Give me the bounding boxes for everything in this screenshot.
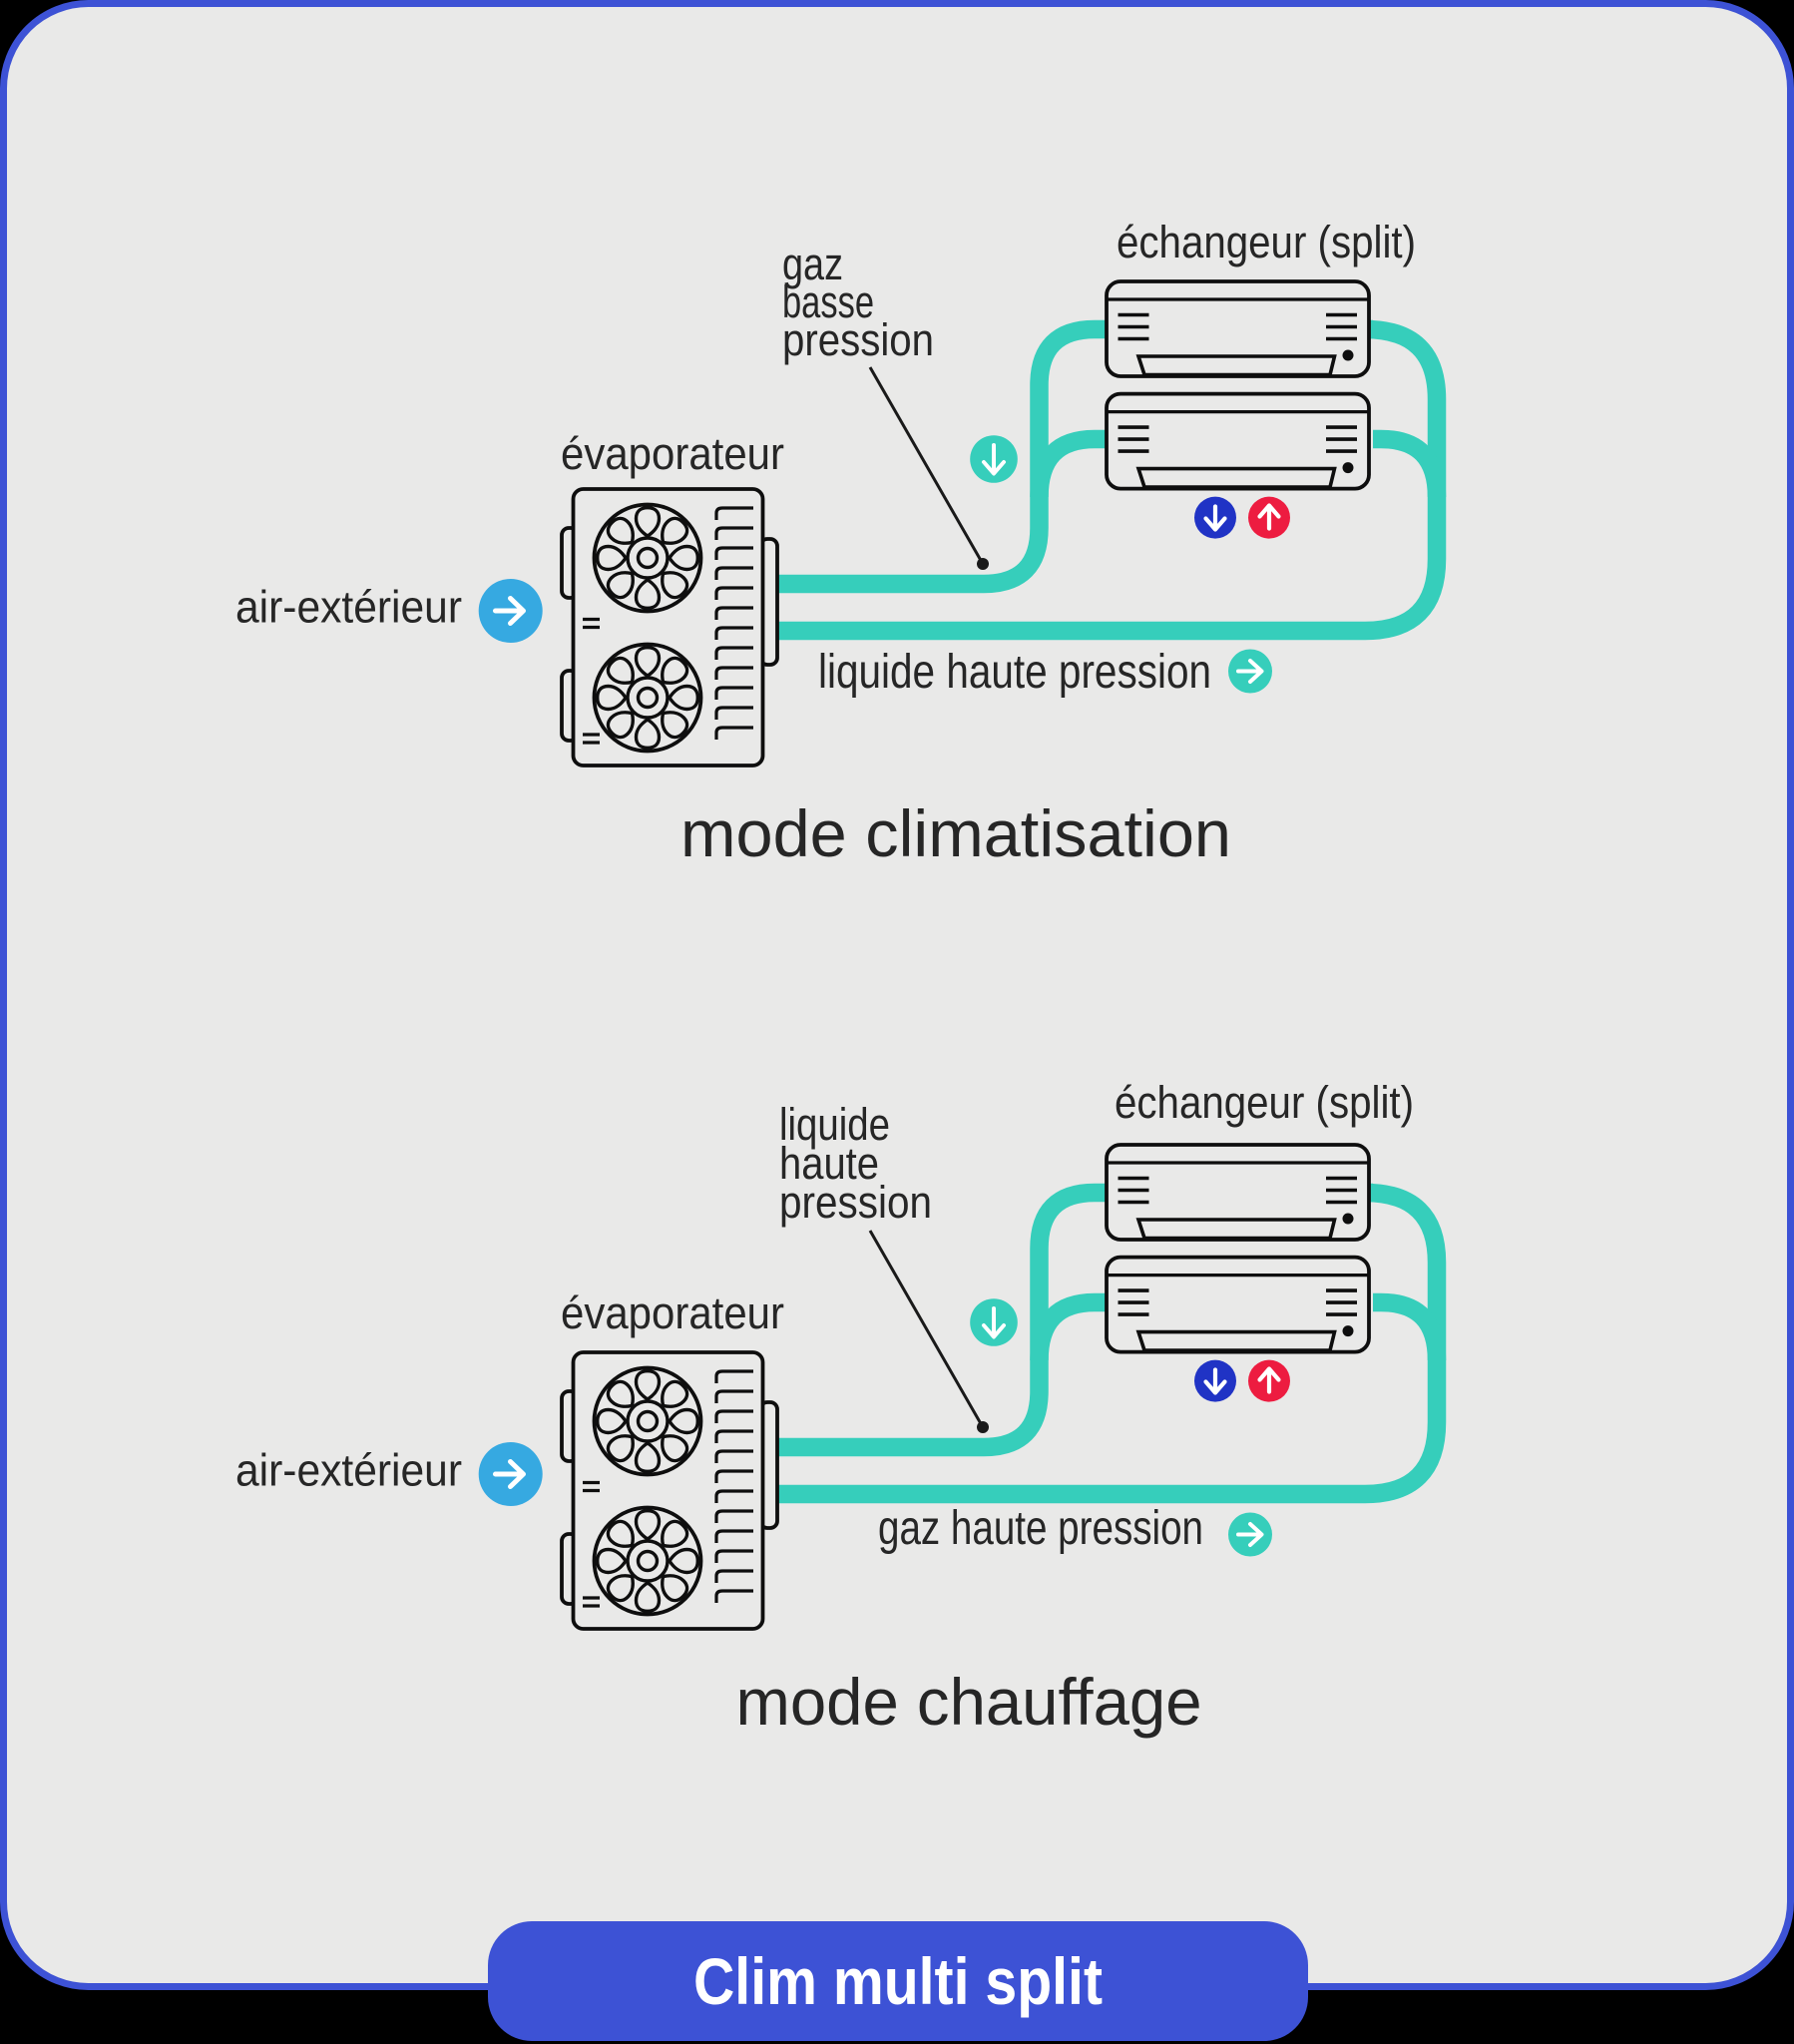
svg-text:pression: pression <box>782 314 934 365</box>
svg-text:évaporateur: évaporateur <box>561 428 784 479</box>
svg-text:Clim multi split: Clim multi split <box>693 1944 1103 2018</box>
svg-text:évaporateur: évaporateur <box>561 1287 784 1338</box>
svg-text:mode climatisation: mode climatisation <box>680 796 1231 870</box>
svg-text:air-extérieur: air-extérieur <box>235 582 462 633</box>
svg-text:gaz haute pression: gaz haute pression <box>878 1502 1203 1555</box>
svg-text:pression: pression <box>779 1177 932 1228</box>
svg-text:haute: haute <box>779 1138 879 1189</box>
svg-text:mode chauffage: mode chauffage <box>736 1665 1202 1739</box>
svg-text:échangeur (split): échangeur (split) <box>1115 1077 1414 1128</box>
svg-text:échangeur (split): échangeur (split) <box>1117 217 1416 267</box>
svg-text:liquide haute pression: liquide haute pression <box>818 646 1211 699</box>
svg-text:air-extérieur: air-extérieur <box>235 1445 462 1496</box>
svg-text:gaz: gaz <box>782 239 843 289</box>
svg-text:liquide: liquide <box>779 1099 890 1150</box>
svg-text:basse: basse <box>782 276 874 327</box>
